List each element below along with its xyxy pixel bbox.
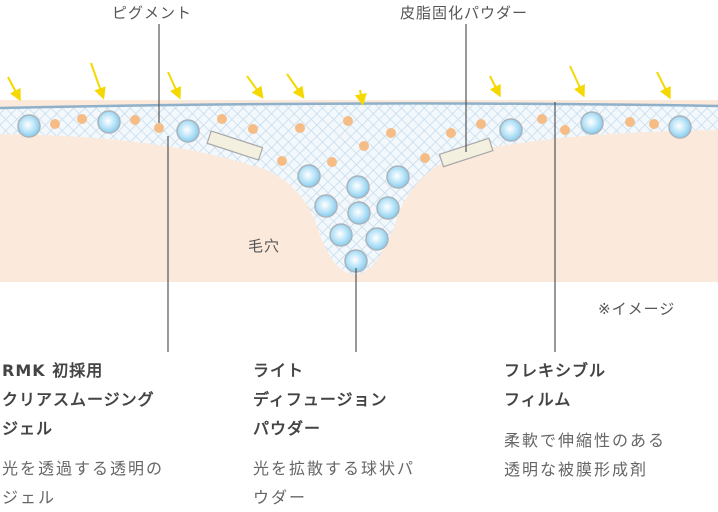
- title-line: ライト: [253, 361, 305, 380]
- sebum-powder-plate: [206, 130, 264, 161]
- desc-line: 光を拡散する球状パ: [253, 459, 416, 478]
- film-desc: 柔軟で伸縮性のある 透明な被膜形成剤: [504, 426, 666, 484]
- title-line: RMK 初採用: [2, 361, 104, 380]
- pore-label: 毛穴: [248, 237, 281, 255]
- gel-desc: 光を透過する透明の ジェル: [2, 454, 164, 512]
- title-line: フレキシブル: [504, 361, 607, 380]
- leader-lines: [158, 24, 556, 352]
- title-line: ジェル: [2, 419, 54, 438]
- pigment-label: ピグメント: [112, 4, 193, 22]
- title-line: クリアスムージング: [2, 390, 155, 409]
- sebum-powder-label: 皮脂固化パウダー: [400, 4, 529, 22]
- desc-line: ウダー: [253, 488, 308, 507]
- film-title: フレキシブル フィルム: [504, 356, 606, 414]
- powder-desc: 光を拡散する球状パ ウダー: [253, 454, 415, 512]
- pigment-dots: [50, 114, 659, 167]
- image-note: ※イメージ: [598, 300, 676, 318]
- desc-line: 透明な被膜形成剤: [504, 460, 649, 479]
- desc-line: ジェル: [2, 488, 57, 507]
- sebum-powder-plate: [438, 137, 494, 168]
- light-arrows: [7, 62, 671, 106]
- title-line: ディフュージョン: [253, 390, 388, 409]
- diffusion-powder-spheres: [17, 110, 692, 273]
- desc-line: 柔軟で伸縮性のある: [504, 431, 667, 450]
- gel-title: RMK 初採用 クリアスムージング ジェル: [2, 356, 155, 443]
- desc-line: 光を透過する透明の: [2, 459, 165, 478]
- powder-title: ライト ディフュージョン パウダー: [253, 356, 388, 443]
- title-line: パウダー: [253, 419, 322, 438]
- title-line: フィルム: [504, 390, 572, 409]
